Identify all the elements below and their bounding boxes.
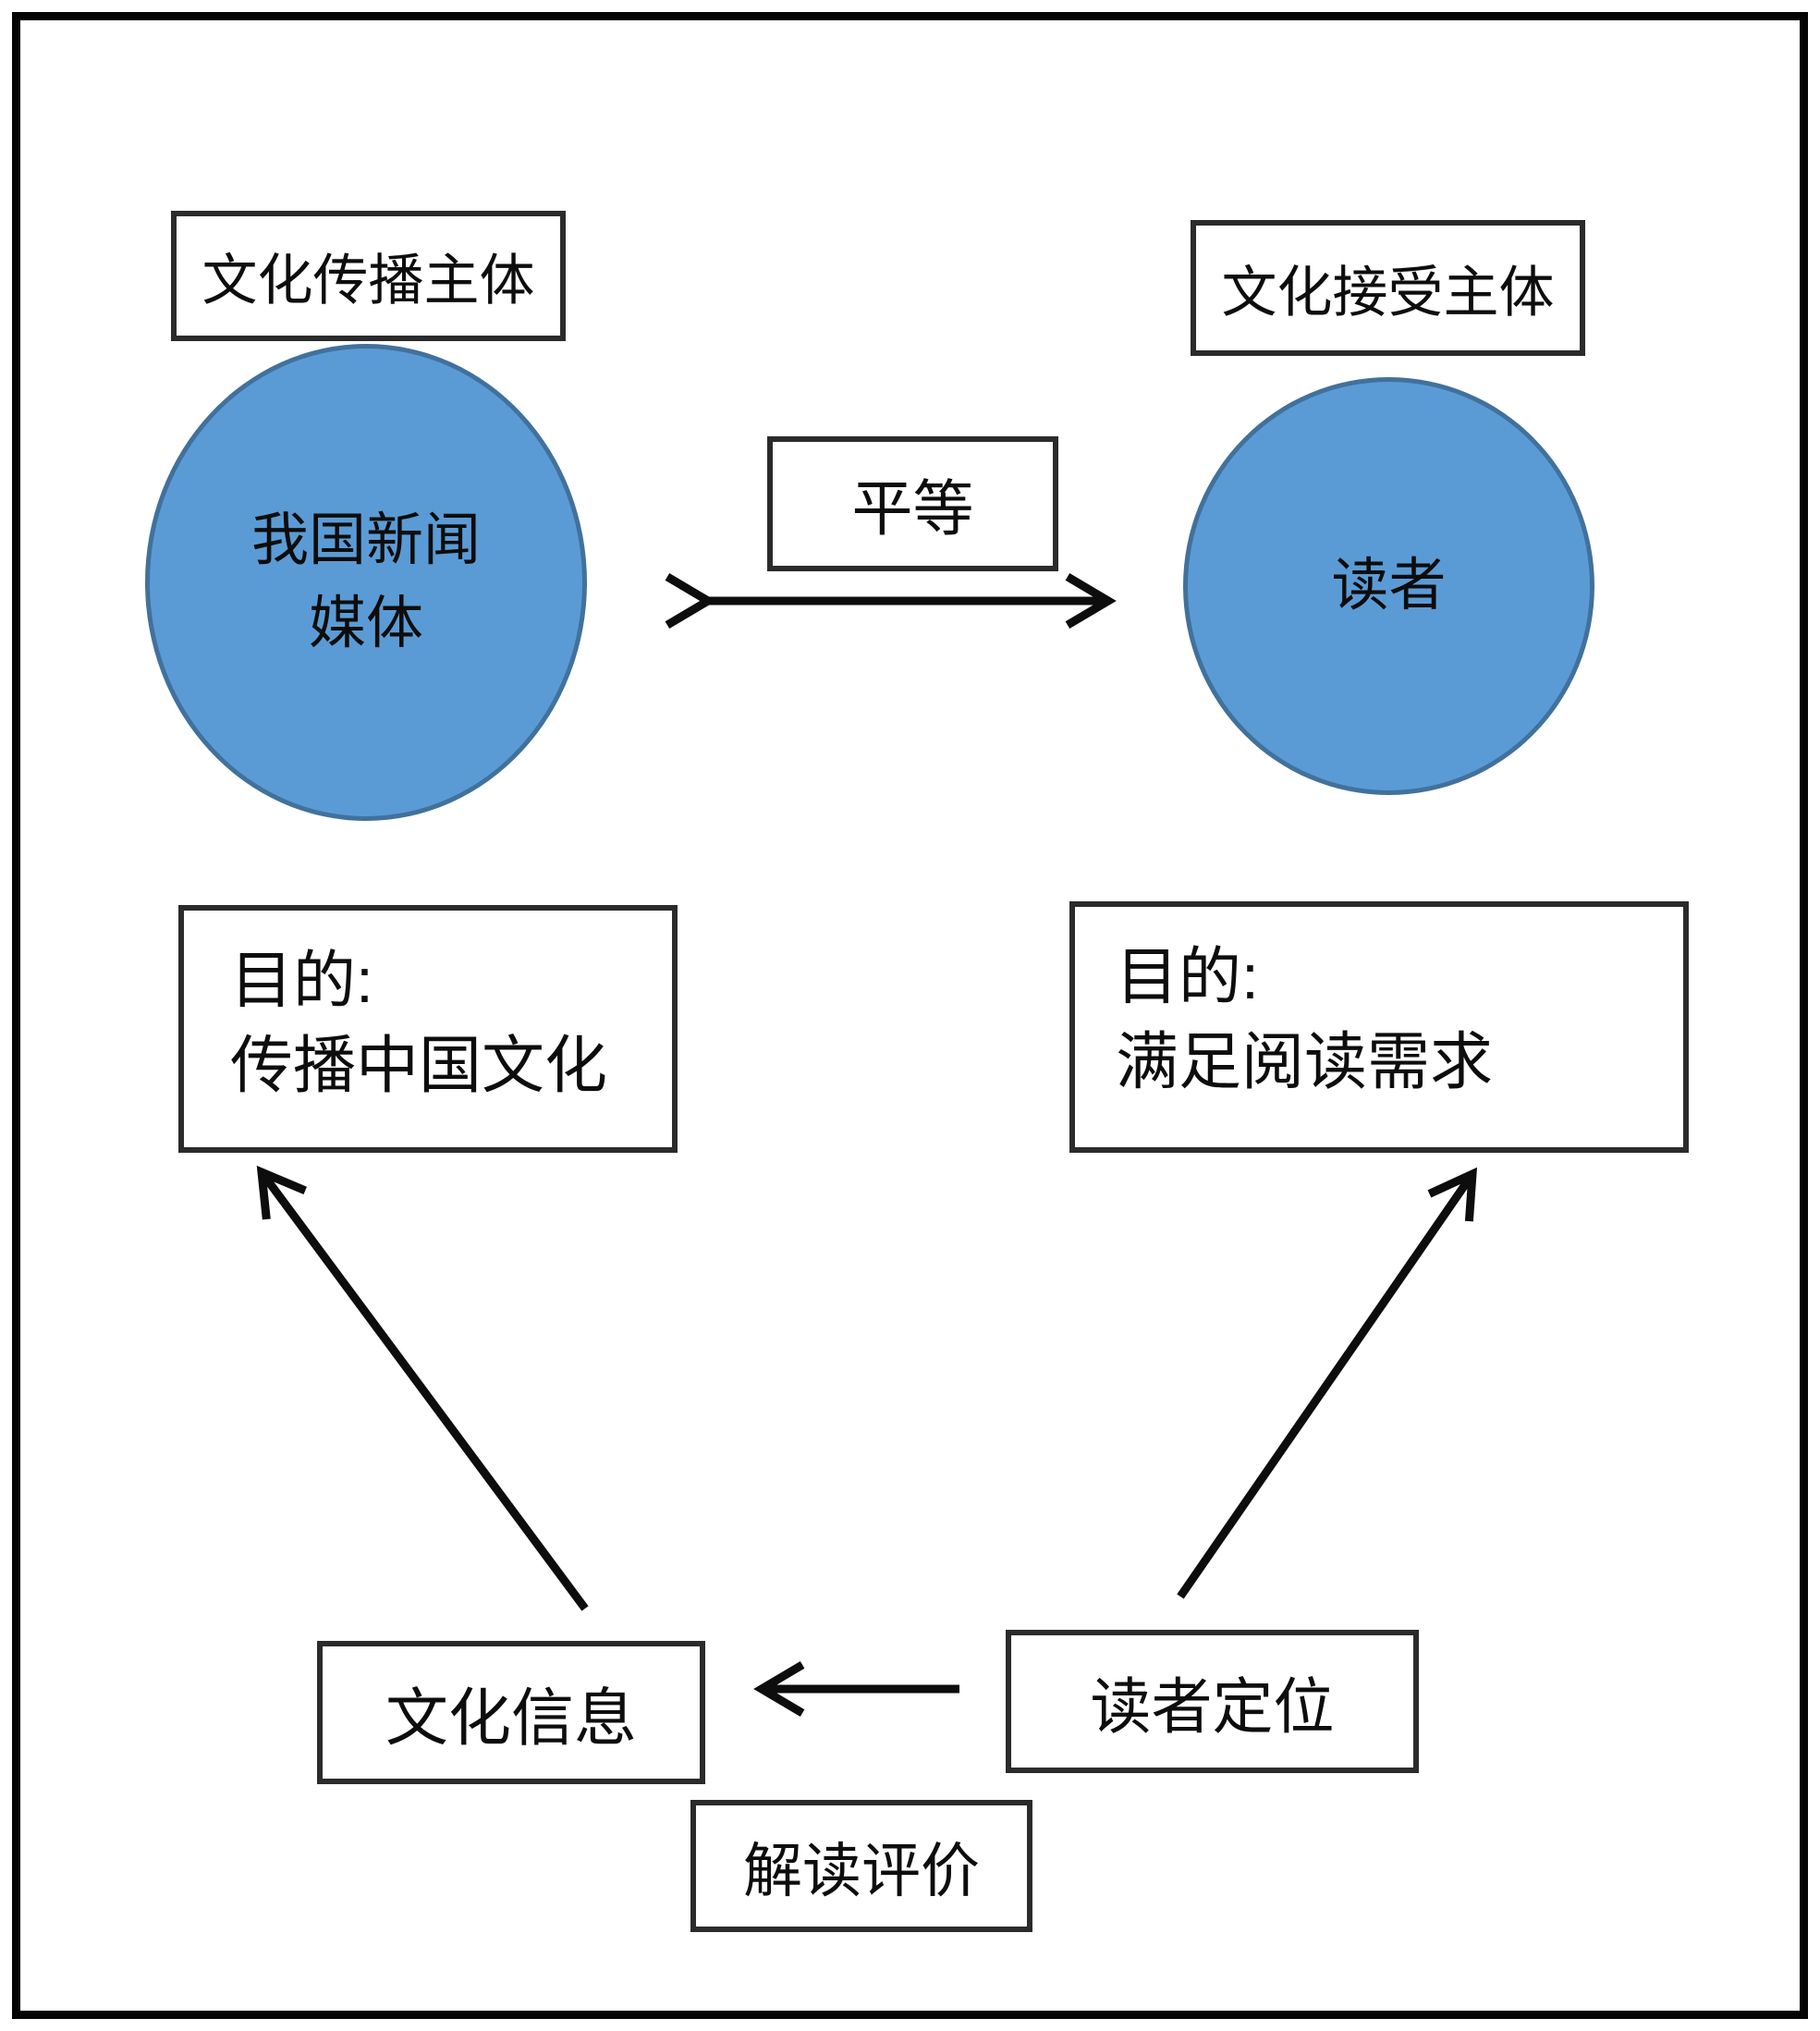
culture-receiver-label-box: 文化接受主体 bbox=[1191, 220, 1585, 356]
culture-info-box: 文化信息 bbox=[317, 1641, 705, 1784]
reader-purpose-box: 目的: 满足阅读需求 bbox=[1069, 901, 1689, 1153]
media-purpose-text: 传播中国文化 bbox=[230, 1031, 608, 1102]
culture-sender-label: 文化传播主体 bbox=[202, 250, 535, 312]
news-media-circle: 我国新闻 媒体 bbox=[145, 344, 587, 821]
culture-info-label: 文化信息 bbox=[385, 1683, 637, 1754]
equality-box: 平等 bbox=[767, 436, 1058, 571]
media-purpose-title: 目的: bbox=[230, 946, 373, 1016]
news-media-line1: 我国新闻 bbox=[250, 508, 481, 573]
culture-receiver-label: 文化接受主体 bbox=[1221, 262, 1555, 324]
interpretation-evaluation-box: 解读评价 bbox=[690, 1800, 1032, 1932]
reader-positioning-box: 读者定位 bbox=[1006, 1630, 1419, 1773]
culture-sender-label-box: 文化传播主体 bbox=[171, 211, 566, 341]
reader-purpose-title: 目的: bbox=[1116, 942, 1259, 1012]
readers-circle: 读者 bbox=[1183, 377, 1594, 795]
outer-frame bbox=[12, 12, 1808, 2019]
readers-label: 读者 bbox=[1331, 554, 1447, 618]
reader-purpose-text: 满足阅读需求 bbox=[1116, 1027, 1494, 1098]
equality-label: 平等 bbox=[851, 474, 974, 543]
interpretation-evaluation-label: 解读评价 bbox=[743, 1837, 980, 1904]
reader-positioning-label: 读者定位 bbox=[1090, 1671, 1335, 1741]
news-media-line2: 媒体 bbox=[308, 592, 423, 655]
media-purpose-box: 目的: 传播中国文化 bbox=[178, 905, 678, 1153]
